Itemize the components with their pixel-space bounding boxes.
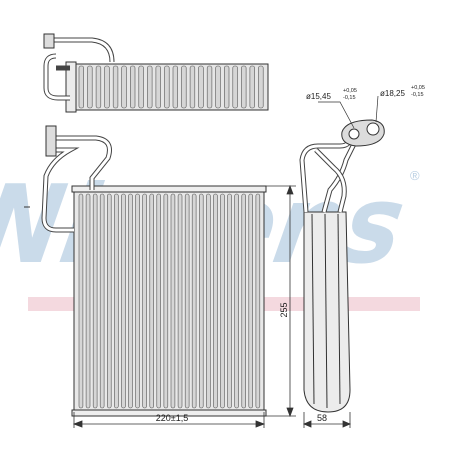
front-view-fin	[107, 193, 112, 409]
front-view-fin	[99, 193, 105, 409]
port-small-tol-lower: -0,15	[343, 95, 356, 101]
top-view-flange	[43, 33, 55, 49]
front-view-fin	[213, 193, 218, 409]
front-view-fin	[170, 193, 176, 409]
top-view-fin	[130, 65, 136, 109]
port-small-leader	[318, 101, 355, 129]
top-view-fin	[249, 65, 255, 109]
watermark-registered-mark: ®	[410, 168, 420, 183]
top-view-fin	[258, 65, 264, 109]
port-large-label: ø18,25	[380, 89, 405, 98]
height-arrow-top	[286, 184, 294, 195]
front-view-fin	[220, 193, 225, 409]
front-view-fin	[114, 193, 119, 409]
port-large-tol-upper: +0,05	[411, 85, 425, 91]
top-view-fin	[138, 65, 144, 109]
top-view-end-tank	[65, 61, 77, 113]
top-view-fin	[87, 65, 93, 109]
front-view-fin	[92, 193, 98, 409]
top-view-fin	[181, 65, 187, 109]
front-view-fin	[199, 193, 204, 409]
front-view-fin	[241, 193, 247, 409]
side-view-inner-line-2	[337, 213, 341, 405]
front-view-pipe-b-inner	[42, 148, 76, 232]
front-view-fins	[78, 193, 261, 409]
top-view	[43, 33, 269, 113]
width-arrow-right	[255, 420, 266, 428]
front-view-fin	[227, 193, 232, 409]
port-small-tol-upper: +0,05	[343, 88, 357, 94]
front-view-fin	[177, 193, 183, 409]
front-view-fin	[156, 193, 162, 409]
front-view-fin	[184, 193, 190, 409]
top-view-fin	[232, 65, 238, 109]
height-dimension	[264, 184, 296, 418]
top-view-fin	[155, 65, 161, 109]
port-small-label: ø15,45	[306, 92, 331, 101]
top-view-fin	[104, 65, 110, 109]
port-large-tol-lower: -0,15	[411, 92, 424, 98]
top-view-fin	[215, 65, 221, 109]
top-view-fin	[95, 65, 102, 109]
front-view-fin	[142, 193, 147, 409]
front-view	[24, 125, 267, 417]
height-arrow-bottom	[286, 407, 294, 418]
front-view-fin	[191, 193, 197, 409]
side-view-pipe-c-inner	[314, 148, 346, 213]
side-view-inner-line-3	[324, 213, 328, 409]
depth-dimension-label: 58	[317, 413, 327, 423]
side-view-inner-line-1	[311, 213, 315, 405]
front-view-fin	[255, 193, 261, 409]
top-view-fin	[112, 65, 119, 109]
depth-arrow-right	[342, 420, 352, 428]
top-view-fins	[78, 65, 264, 109]
top-view-fin	[206, 65, 213, 109]
front-view-fin	[248, 193, 254, 409]
port-large-circle	[366, 122, 380, 136]
top-view-fin	[241, 65, 247, 109]
top-view-fin	[189, 65, 196, 109]
front-view-pipe-a-inner	[52, 136, 111, 190]
top-view-fin	[224, 65, 230, 109]
front-view-fin	[121, 193, 126, 409]
top-view-fin	[172, 65, 178, 109]
top-view-fin	[198, 65, 204, 109]
width-dimension	[72, 412, 266, 428]
top-view-fin	[147, 65, 153, 109]
port-callouts	[318, 95, 379, 129]
front-view-fin	[149, 193, 155, 409]
front-view-fin	[135, 193, 140, 409]
front-view-fin	[163, 193, 169, 409]
depth-arrow-left	[302, 420, 312, 428]
depth-dimension	[302, 412, 352, 428]
top-view-pipe-upper-inner	[50, 38, 114, 63]
top-view-fin	[164, 65, 170, 109]
front-view-fin	[85, 193, 91, 409]
top-view-fin	[78, 65, 84, 109]
front-view-fin	[234, 193, 239, 409]
top-view-fin	[121, 65, 127, 109]
port-small-circle	[348, 128, 360, 140]
width-dimension-label: 220±1,5	[156, 413, 188, 423]
height-dimension-label: 255	[279, 302, 289, 317]
top-view-pipe-lower-inner	[44, 54, 70, 100]
side-view	[299, 119, 385, 413]
front-view-core	[73, 189, 265, 413]
front-view-top-tank	[71, 185, 267, 193]
port-large-leader	[375, 95, 379, 123]
front-view-fin	[206, 193, 211, 409]
front-view-fin	[128, 193, 133, 409]
front-view-flange	[45, 125, 57, 157]
front-view-bottom-tank	[71, 409, 267, 417]
top-view-core	[71, 63, 269, 111]
front-view-fin	[78, 193, 84, 409]
width-arrow-left	[72, 420, 83, 428]
